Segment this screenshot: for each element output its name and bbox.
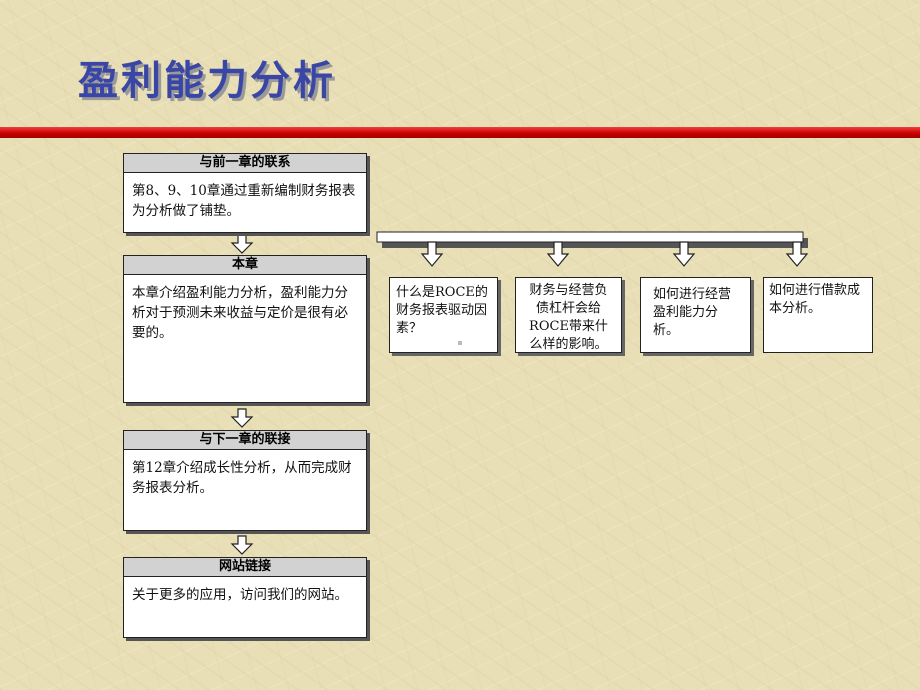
flow-arrow-3 [230, 535, 254, 555]
bracket-arrow-4 [785, 241, 809, 267]
topic-box-leverage: 财务与经营负债杠杆会给ROCE带来什么样的影响。 [515, 277, 622, 353]
bracket-arrow-1 [420, 241, 444, 267]
topic-box-roce-drivers: 什么是ROCE的财务报表驱动因素？ [389, 277, 498, 353]
box-body: 关于更多的应用，访问我们的网站。 [132, 587, 348, 603]
topic-text: 如何进行经营盈利能力分析。 [653, 287, 732, 338]
previous-chapter-box: 与前一章的联系 第8、9、10章通过重新编制财务报表为分析做了铺垫。 [123, 153, 367, 233]
topic-box-operating-profitability: 如何进行经营盈利能力分析。 [640, 277, 751, 353]
title-divider [0, 127, 920, 138]
website-link-box: 网站链接 关于更多的应用，访问我们的网站。 [123, 557, 367, 638]
box-heading: 与下一章的联接 [124, 431, 366, 450]
box-body: 第12章介绍成长性分析，从而完成财务报表分析。 [132, 460, 352, 496]
topic-text: 什么是ROCE的财务报表驱动因素？ [396, 285, 488, 336]
topic-text: 财务与经营负债杠杆会给ROCE带来什么样的影响。 [529, 283, 608, 352]
flow-arrow-1 [230, 234, 254, 254]
box-heading: 本章 [124, 256, 366, 275]
marker-dot [458, 341, 462, 345]
topic-box-borrowing-cost: 如何进行借款成本分析。 [763, 277, 873, 353]
bracket-arrow-3 [672, 241, 696, 267]
bracket-arrow-2 [546, 241, 570, 267]
topic-text: 如何进行借款成本分析。 [769, 283, 861, 316]
flow-arrow-2 [230, 408, 254, 428]
box-body: 第8、9、10章通过重新编制财务报表为分析做了铺垫。 [132, 183, 356, 219]
bracket-bar [376, 231, 804, 243]
box-heading: 网站链接 [124, 558, 366, 577]
slide-title: 盈利能力分析 [78, 58, 336, 104]
box-body: 本章介绍盈利能力分析，盈利能力分析对于预测未来收益与定价是很有必要的。 [132, 285, 348, 341]
box-heading: 与前一章的联系 [124, 154, 366, 173]
this-chapter-box: 本章 本章介绍盈利能力分析，盈利能力分析对于预测未来收益与定价是很有必要的。 [123, 255, 367, 403]
next-chapter-box: 与下一章的联接 第12章介绍成长性分析，从而完成财务报表分析。 [123, 430, 367, 531]
